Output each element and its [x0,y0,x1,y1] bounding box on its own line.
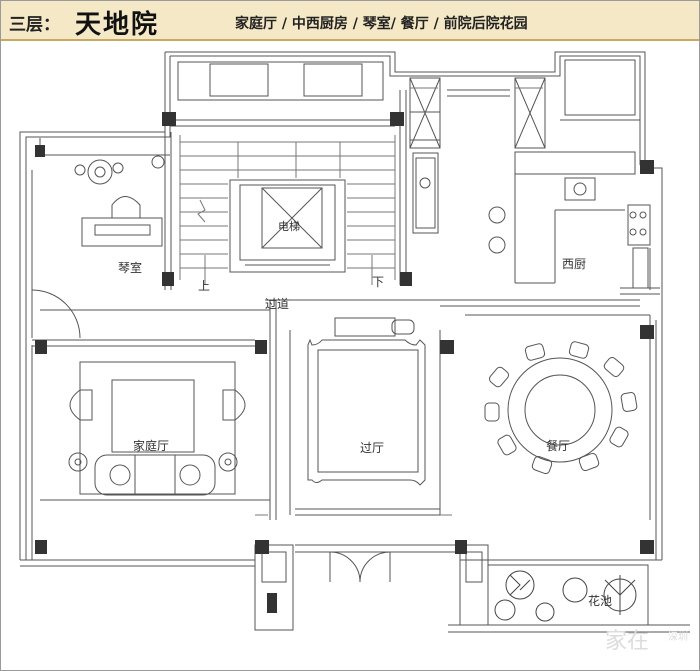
room-label-hall: 过厅 [360,441,384,455]
room-label-family: 家庭厅 [133,438,169,453]
room-label-dining: 餐厅 [546,438,570,453]
room-list: 家庭厅 / 中西厨房 / 琴室/ 餐厅 / 前院后院花园 [235,16,528,32]
watermark-brand: 家在 [605,629,649,654]
floor-plan: 琴室 过道 电梯 上 下 西厨 家庭厅 过厅 餐厅 花池 家在 深圳 [19,51,690,654]
stair-label-down: 下 [372,275,384,289]
room-label-corridor: 过道 [265,297,289,311]
outer-walls [19,51,663,567]
room-label-elevator: 电梯 [278,220,300,233]
room-label-west-kitchen: 西厨 [562,257,586,271]
watermark-city: 深圳 [668,631,688,643]
title-bar: 三层： 天地院 家庭厅 / 中西厨房 / 琴室/ 餐厅 / 前院后院花园 [1,1,699,41]
floor-label: 三层： [9,15,60,35]
stair-label-up: 上 [198,279,210,293]
room-label-piano: 琴室 [118,260,142,275]
page-title: 天地院 [75,10,160,40]
room-label-garden: 花池 [588,593,612,608]
